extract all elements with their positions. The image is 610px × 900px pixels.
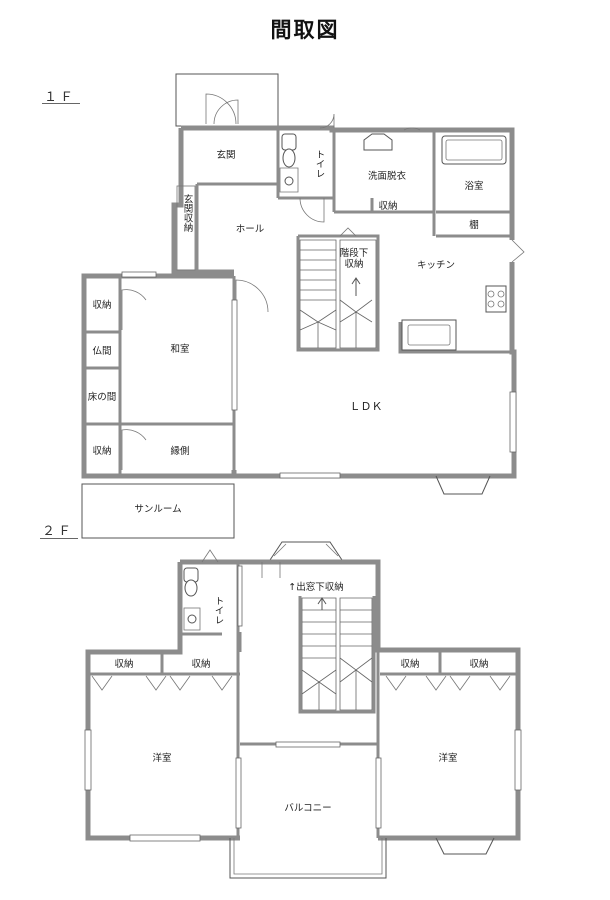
room-label-tana: 棚 [469, 219, 479, 231]
stair-storage-door [339, 227, 357, 237]
genkan-storage-outline [176, 185, 196, 271]
ldk-window-right [509, 391, 517, 453]
room-label-shuno-l1: 収納 [114, 658, 133, 670]
room-label-hall: ホール [236, 224, 265, 235]
window-right-room [514, 729, 522, 791]
second-floor: ↑出窓下収納 トイレ 収納 収納 収納 収納 洋室 洋室 バルコニー [84, 541, 522, 879]
bay-window-right-room [435, 837, 495, 855]
sliding-door-left-balcony [235, 757, 242, 829]
room-label-yoshitsu-right: 洋室 [438, 752, 457, 764]
floor-rule-2f [40, 538, 78, 539]
room-label-butsuma: 仏間 [92, 346, 111, 357]
washroom-window [403, 127, 421, 131]
interior-walls-1f [195, 128, 512, 352]
hall-window-balcony [275, 741, 341, 748]
washroom-sink [363, 133, 393, 151]
toilet-vent-2f [201, 549, 219, 563]
room-label-engawa: 縁側 [170, 445, 189, 457]
room-label-kaidan-shuno: 階段下収納 [340, 247, 369, 270]
hall-window-left [237, 565, 243, 627]
sunroom-outline [81, 483, 235, 539]
kitchen-stove [485, 285, 507, 313]
room-label-shuno-r1: 収納 [400, 658, 419, 670]
outer-wall-2f [85, 559, 521, 841]
room-label-shuno-1: 収納 [92, 299, 111, 311]
room-label-toilet-1f: トイレ [314, 150, 326, 179]
bathtub [441, 135, 507, 165]
window-left-room-bottom [129, 834, 201, 842]
floor-label-1f: １Ｆ [44, 90, 77, 105]
toilet-tank-1f [281, 133, 297, 151]
balcony-railing [229, 838, 387, 879]
outer-wall-washitsu-wing [81, 273, 234, 479]
washitsu-window-top [121, 271, 157, 278]
ldk-door-swing [235, 279, 269, 313]
room-label-sunroom: サンルーム [134, 504, 181, 515]
closet-doors-left [91, 675, 233, 691]
floor-rule-1f [42, 103, 80, 104]
room-label-yoshitsu-left: 洋室 [152, 752, 171, 764]
toilet-vent-door-1f [319, 113, 335, 129]
toilet-sink-2f [183, 607, 201, 631]
window-left-room [84, 729, 92, 791]
kitchen-back-door [511, 239, 525, 263]
room-label-balcony: バルコニー [284, 803, 331, 814]
room-label-shuno-r2: 収納 [469, 658, 488, 670]
interior-walls-washitsu [84, 276, 512, 476]
staircase-1f [299, 239, 377, 349]
bathtub-inner [445, 139, 503, 161]
toilet-door-swing-1f [299, 197, 325, 223]
room-label-tokonoma: 床の間 [88, 391, 117, 403]
front-door-swing-left [205, 93, 237, 125]
room-label-genkan-shuno: 玄関収納 [182, 193, 194, 233]
kitchen-sink-bowl [407, 324, 451, 346]
kitchen-sink-counter [401, 319, 457, 351]
room-label-demado: ↑出窓下収納 [288, 581, 343, 593]
toilet-bowl-2f [184, 579, 198, 597]
room-label-yokushitsu: 浴室 [464, 180, 483, 192]
toilet-basin-1f [284, 176, 294, 186]
closet-doors-right [385, 675, 511, 691]
sliding-door-right-balcony [375, 757, 382, 829]
room-label-shuno-small: 収納 [378, 200, 397, 212]
first-floor: 玄関 トイレ 洗面脱衣 浴室 玄関収納 ホール 収納 棚 階段下収納 キッチン … [81, 73, 525, 539]
staircase-2f [301, 597, 373, 711]
washitsu-sliding-doors [231, 299, 238, 411]
interior-walls-2f [88, 562, 518, 838]
room-label-toilet-2f: トイレ [213, 596, 225, 625]
storage-door-2 [121, 429, 147, 470]
entrance-porch [175, 73, 279, 127]
bay-window-2f [269, 541, 343, 561]
storage-door-1 [121, 289, 147, 330]
toilet-sink-1f [279, 167, 299, 193]
page-title: 間取図 [270, 17, 340, 42]
room-label-washitsu: 和室 [170, 343, 189, 355]
room-label-kitchen: キッチン [417, 260, 455, 271]
room-label-shuno-2: 収納 [92, 445, 111, 457]
ldk-window-bottom [279, 472, 341, 479]
room-label-ldk: ＬＤＫ [350, 400, 383, 413]
front-door-swing-right [213, 99, 239, 125]
room-label-shuno-l2: 収納 [191, 658, 210, 670]
room-label-senmen: 洗面脱衣 [368, 170, 407, 182]
toilet-bowl-1f [282, 148, 296, 168]
room-label-genkan: 玄関 [216, 149, 235, 161]
floor-label-2f: ２Ｆ [42, 524, 75, 539]
ldk-bay-window [435, 475, 491, 495]
